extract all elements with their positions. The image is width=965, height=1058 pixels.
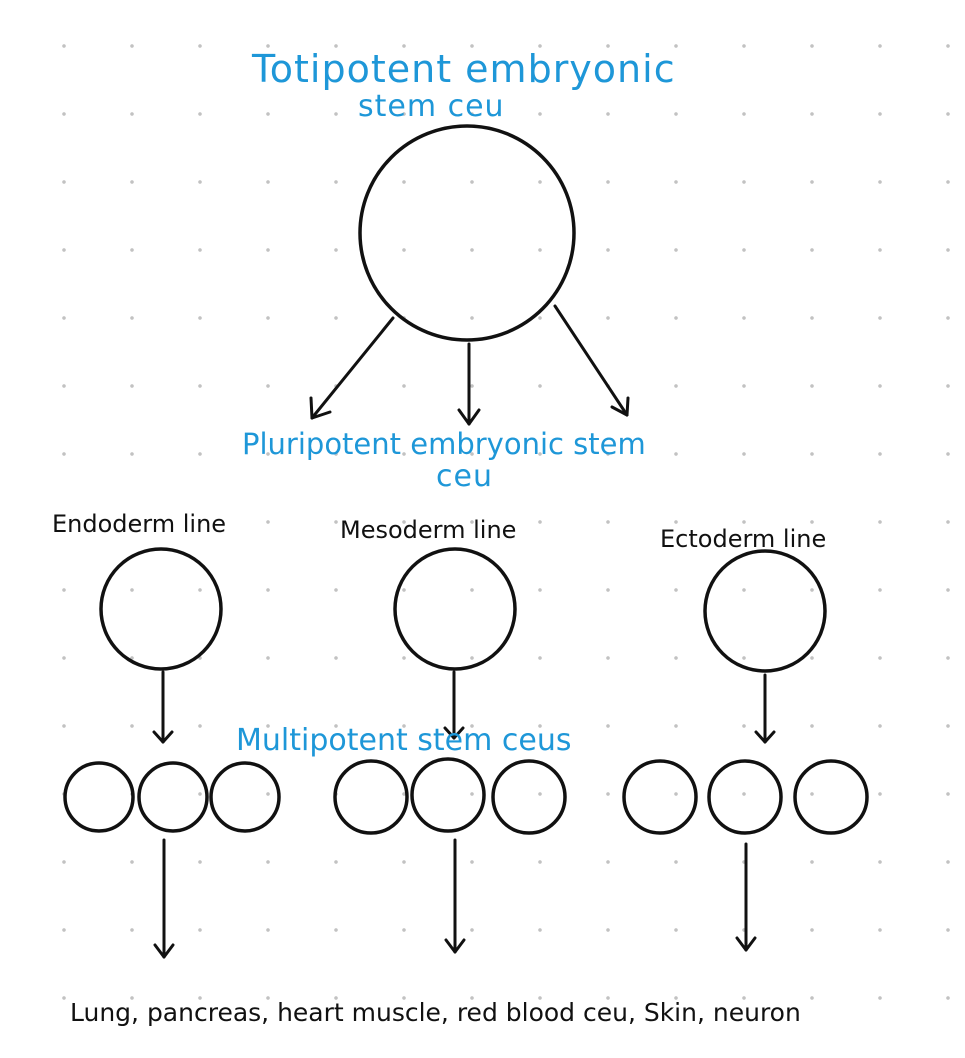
arrow-mesoderm-to-multipotent: [443, 670, 465, 740]
multipotent-cell: [793, 759, 869, 835]
arrow-endoderm-to-outcomes: [153, 838, 175, 959]
arrow-endoderm-to-multipotent: [152, 670, 174, 744]
totipotent-cell: [358, 124, 576, 342]
multipotent-cell: [333, 759, 409, 835]
endoderm-cell: [99, 547, 223, 671]
multipotent-cell: [622, 759, 698, 835]
multipotent-cell: [63, 761, 135, 833]
multipotent-cell: [410, 757, 486, 833]
pluripotent-label-line1: Pluripotent embryonic stem: [242, 427, 646, 461]
differentiated-cells-label: Lung, pancreas, heart muscle, red blood …: [70, 998, 801, 1027]
ectoderm-cell: [703, 549, 827, 673]
arrow-to-pluripotent-right: [553, 304, 630, 417]
ectoderm-line-label: Ectoderm line: [660, 525, 827, 553]
mesoderm-cell: [393, 547, 517, 671]
multipotent-cell: [491, 759, 567, 835]
mesoderm-line-label: Mesoderm line: [340, 516, 517, 544]
multipotent-cell: [209, 761, 281, 833]
multipotent-cell: [137, 761, 209, 833]
arrow-mesoderm-to-outcomes: [444, 838, 466, 954]
endoderm-line-label: Endoderm line: [52, 510, 227, 538]
totipotent-label-line1: Totipotent embryonic: [252, 47, 676, 91]
arrow-to-pluripotent-left: [309, 316, 395, 420]
mesoderm-multipotent-cells: [333, 757, 567, 835]
arrow-to-pluripotent-center: [457, 342, 481, 426]
multipotent-label: Multipotent stem ceus: [236, 723, 572, 758]
ectoderm-multipotent-cells: [622, 759, 869, 835]
arrow-ectoderm-to-outcomes: [735, 842, 757, 952]
endoderm-multipotent-cells: [63, 761, 281, 833]
totipotent-label-line2: stem ceu: [358, 89, 505, 124]
arrow-ectoderm-to-multipotent: [754, 673, 776, 744]
pluripotent-label-line2: ceu: [436, 459, 493, 494]
multipotent-cell: [707, 759, 783, 835]
